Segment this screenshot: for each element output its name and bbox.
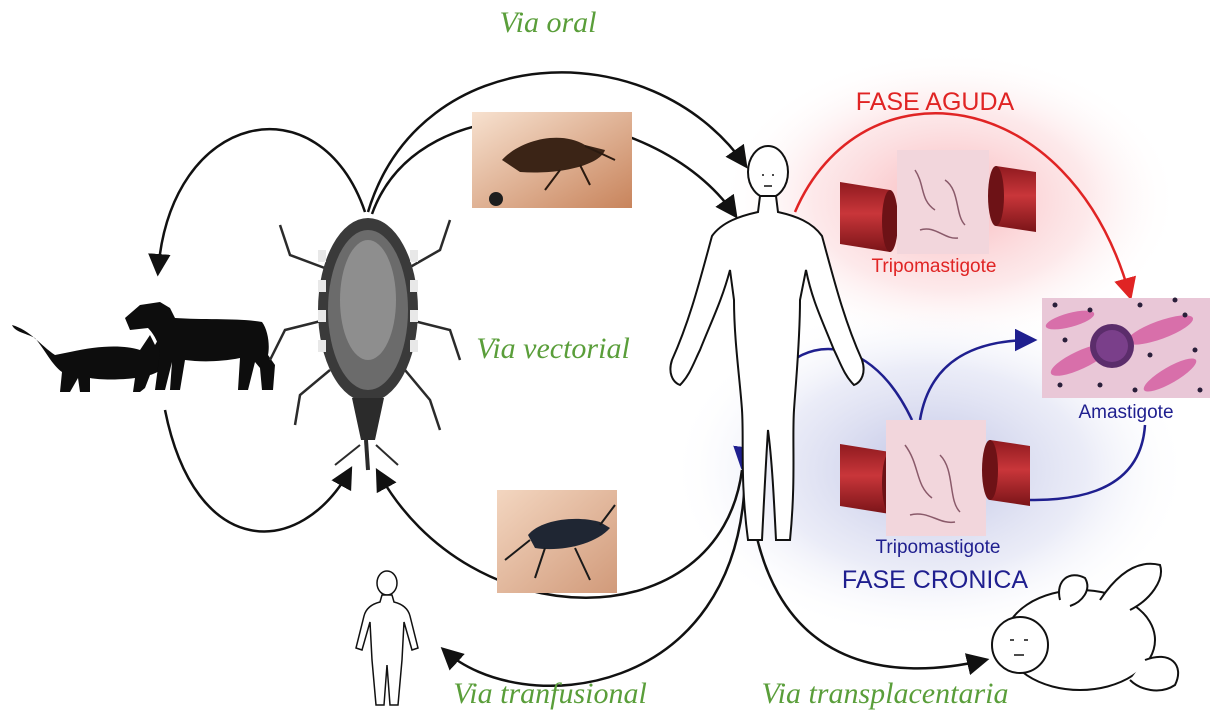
chronic-phase-label: FASE CRONICA bbox=[842, 566, 1028, 594]
cat-and-dog-silhouette-icon bbox=[12, 302, 275, 392]
transfusional-route-label: Via tranfusional bbox=[453, 677, 647, 710]
bug-photo-top bbox=[472, 112, 632, 208]
reservoir-to-vector-arrow bbox=[165, 410, 350, 531]
oral-route-label: Via oral bbox=[500, 6, 597, 39]
vectorial-route-label: Via vectorial bbox=[476, 332, 630, 365]
acute-blood-smear bbox=[897, 150, 989, 254]
chronic-blood-vessel-right bbox=[982, 440, 1030, 506]
amastigote-micrograph bbox=[1042, 298, 1210, 399]
acute-blood-vessel-right bbox=[988, 166, 1036, 232]
acute-blood-vessel-left bbox=[840, 182, 898, 252]
transfusion-donor-icon bbox=[356, 571, 418, 705]
transplacental-route-label: Via transplacentaria bbox=[762, 677, 1009, 710]
acute-tripomastigote-label: Tripomastigote bbox=[872, 256, 997, 277]
chronic-tripomastigote-label: Tripomastigote bbox=[876, 537, 1001, 558]
acute-phase-label: FASE AGUDA bbox=[856, 88, 1015, 116]
bug-photo-bottom bbox=[497, 490, 617, 593]
amastigote-label: Amastigote bbox=[1078, 402, 1173, 423]
triatomine-bug-icon bbox=[270, 218, 460, 470]
